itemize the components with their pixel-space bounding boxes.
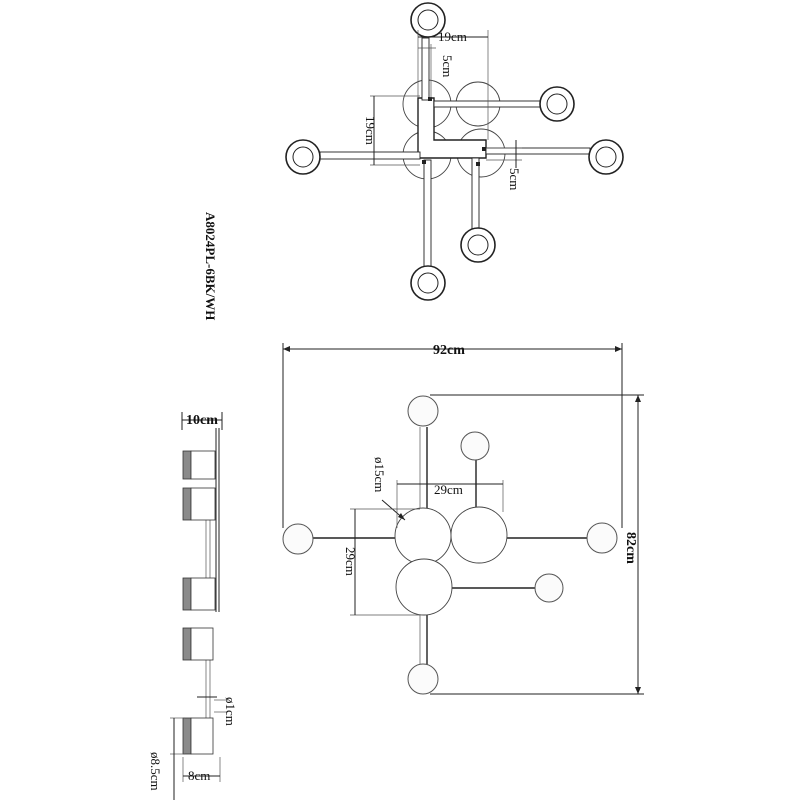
globe-lamp [407, 663, 439, 695]
dim-label-disc-span-h: 29cm [434, 482, 463, 497]
side-lamp [182, 450, 216, 480]
dim-label-rod-diameter: ø1cm [223, 697, 238, 726]
dim-label-top-small: 5cm [440, 55, 455, 77]
side-lamp [182, 577, 216, 611]
arm-left [319, 151, 421, 160]
side-lamp [182, 717, 214, 755]
dim-label-right-small: 5cm [507, 168, 522, 190]
hub-disc [395, 558, 453, 616]
front-view: 92cm 82cm ø15cm 2 [282, 343, 644, 695]
side-view: 10cm [148, 412, 238, 800]
dim-label-disc-span-v: 29cm [343, 547, 358, 576]
hub-disc [450, 506, 508, 564]
hub-disc [394, 507, 452, 565]
dim-label-disc-diameter: ø15cm [372, 457, 387, 492]
arm-top [421, 37, 430, 101]
ring-lamp [539, 86, 575, 122]
side-lamp [182, 627, 214, 661]
dim-label-top-width: 19cm [438, 29, 467, 44]
ring-lamp [588, 139, 624, 175]
dim-label-top-height: 19cm [363, 116, 378, 145]
dim-label-shade-diameter: ø8.5cm [148, 752, 163, 791]
dim-label-depth: 10cm [186, 413, 218, 428]
arm-bottom [423, 159, 432, 269]
dim-label-shade-length: 8cm [188, 768, 210, 783]
globe-lamp [534, 573, 564, 603]
ring-lamp [410, 265, 446, 301]
model-number: A8024PL-6BK/WH [203, 212, 218, 320]
arm-right [485, 147, 591, 155]
top-view: 19cm 5cm 19cm 5cm [285, 2, 624, 301]
ring-lamp [285, 139, 321, 175]
ring-lamp [460, 227, 496, 263]
dim-label-total-width: 92cm [433, 343, 465, 358]
globe-lamp [407, 395, 439, 427]
dim-label-total-height: 82cm [623, 532, 638, 564]
side-lamp [182, 487, 216, 521]
arm-lower-mid [471, 157, 480, 231]
globe-lamp [282, 523, 314, 555]
globe-lamp [586, 522, 618, 554]
globe-lamp [460, 431, 490, 461]
